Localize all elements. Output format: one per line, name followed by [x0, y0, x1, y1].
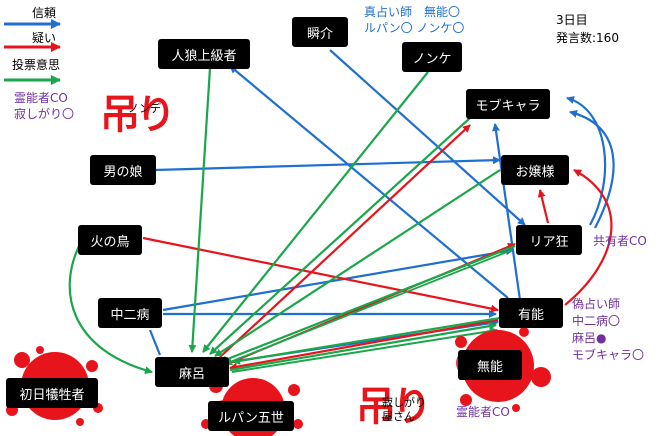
edge-hinotori-to-yuunou [142, 236, 499, 313]
edge-hinotori-to-maro [68, 239, 153, 375]
node-riakyo[interactable]: リア狂 [516, 225, 582, 255]
edge-maro-to-yuunou-vote [229, 322, 497, 372]
edge-ojou-to-maro [214, 169, 501, 357]
edge-riakyo-to-ojou [537, 189, 550, 224]
note-top-result-1: 真占い師 無能〇 [364, 5, 461, 19]
edge-jinro-to-maro [188, 67, 212, 353]
note-shared-co: 共有者CO [593, 234, 647, 248]
node-nonke[interactable]: ノンケ [402, 42, 462, 72]
node-otokonoko[interactable]: 男の娘 [90, 155, 156, 185]
edge-chuuni-to-maro [148, 329, 162, 356]
executed-label-left: 吊り [100, 91, 176, 138]
node-yuunou[interactable]: 有能 [499, 298, 563, 328]
node-shunsuke[interactable]: 瞬介 [292, 17, 348, 47]
edge-riakyo-to-maro-2 [224, 249, 513, 366]
node-munou[interactable]: 無能 [458, 350, 522, 380]
edge-nonke-to-maro [202, 71, 429, 353]
legend-trust-label: 信頼 [32, 6, 57, 20]
note-fake-seer-3: 麻呂● [572, 331, 607, 345]
node-shonichi[interactable]: 初日犠牲者 [6, 378, 98, 408]
edge-yuunou-to-ojou [564, 169, 613, 306]
status-posts: 発言数:160 [556, 31, 619, 45]
node-maro[interactable]: 麻呂 [155, 357, 229, 387]
node-hinotori[interactable]: 火の鳥 [78, 225, 142, 255]
legend-doubt-label: 疑い [32, 31, 57, 45]
node-mob[interactable]: モブキャラ [466, 89, 550, 119]
note-medium-bottom: 霊能者CO [456, 405, 510, 419]
edge-yuunou-to-maro-vote [232, 316, 501, 365]
note-left-role-1: 霊能者CO [14, 91, 68, 105]
executed-under-bottom-2: 屋さん [382, 410, 415, 423]
edge-chuuni-to-riakyo [162, 247, 514, 312]
edge-yuunou-to-maro [229, 318, 499, 371]
note-left-role-2: 寂しがり〇 [14, 107, 75, 121]
edge-otokonoko-to-ojou [154, 156, 501, 172]
edge-riakyo-to-mob-2 [569, 109, 615, 229]
note-top-result-2: ルパン〇 ノンケ〇 [364, 21, 465, 35]
edge-shunsuke-to-riakyo [329, 49, 526, 226]
edge-maro-to-mob [219, 124, 471, 358]
edge-shunsuke-area-to-yuunou [231, 327, 498, 373]
edge-yuunou-to-mob [492, 123, 522, 301]
node-lupin[interactable]: ルパン五世 [208, 401, 294, 431]
node-ojou[interactable]: お嬢様 [501, 155, 569, 185]
executed-under-left: ノンデ [128, 102, 161, 115]
executed-label-bottom: 吊り [356, 383, 432, 430]
edge-riakyo-to-maro [219, 244, 516, 364]
note-fake-seer-1: 偽占い師 [572, 297, 621, 311]
note-fake-seer-2: 中二病〇 [572, 314, 621, 328]
legend-vote-label: 投票意思 [12, 58, 61, 72]
executed-under-bottom-1: 寂しがり [382, 396, 426, 409]
note-fake-seer-4: モブキャラ〇 [572, 348, 645, 362]
node-jinro[interactable]: 人狼上級者 [158, 39, 250, 69]
node-chuuni[interactable]: 中二病 [98, 298, 162, 328]
edge-riakyo-to-mob [566, 96, 607, 226]
status-day: 3日目 [556, 13, 588, 27]
edge-mob-to-maro [209, 117, 471, 355]
